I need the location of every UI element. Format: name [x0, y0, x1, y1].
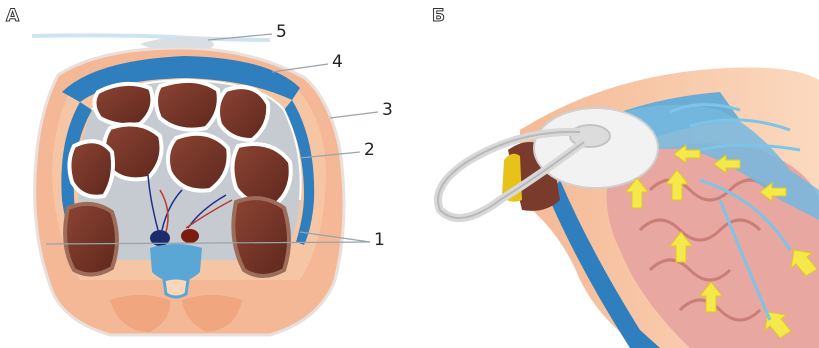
- spinal-canal: [164, 278, 188, 297]
- bowel-loops: [69, 81, 290, 205]
- callout-1: 1: [374, 230, 385, 250]
- panel-label-a: А: [6, 6, 19, 26]
- panel-label-b: Б: [432, 6, 445, 26]
- bowel-loop: [156, 81, 219, 130]
- leader-line-3: [330, 112, 378, 118]
- suction-disc: [534, 108, 658, 188]
- panel-b-vac-therapy: [438, 68, 819, 348]
- vertebra: [150, 244, 202, 282]
- kidney-right: [233, 198, 289, 276]
- bowel-loop: [218, 87, 268, 140]
- callout-5: 5: [276, 22, 287, 42]
- panel-a-cross-section: [32, 34, 378, 335]
- bowel-loop: [69, 141, 113, 197]
- kidney-left: [65, 204, 117, 275]
- dressing-pad: [140, 37, 214, 48]
- vena-cava: [181, 229, 199, 243]
- callout-2: 2: [364, 140, 375, 160]
- bowel-loop: [94, 84, 152, 125]
- bowel-loop: [168, 134, 229, 191]
- callout-3: 3: [382, 100, 393, 120]
- bowel-loop: [232, 144, 290, 205]
- callout-4: 4: [332, 52, 343, 72]
